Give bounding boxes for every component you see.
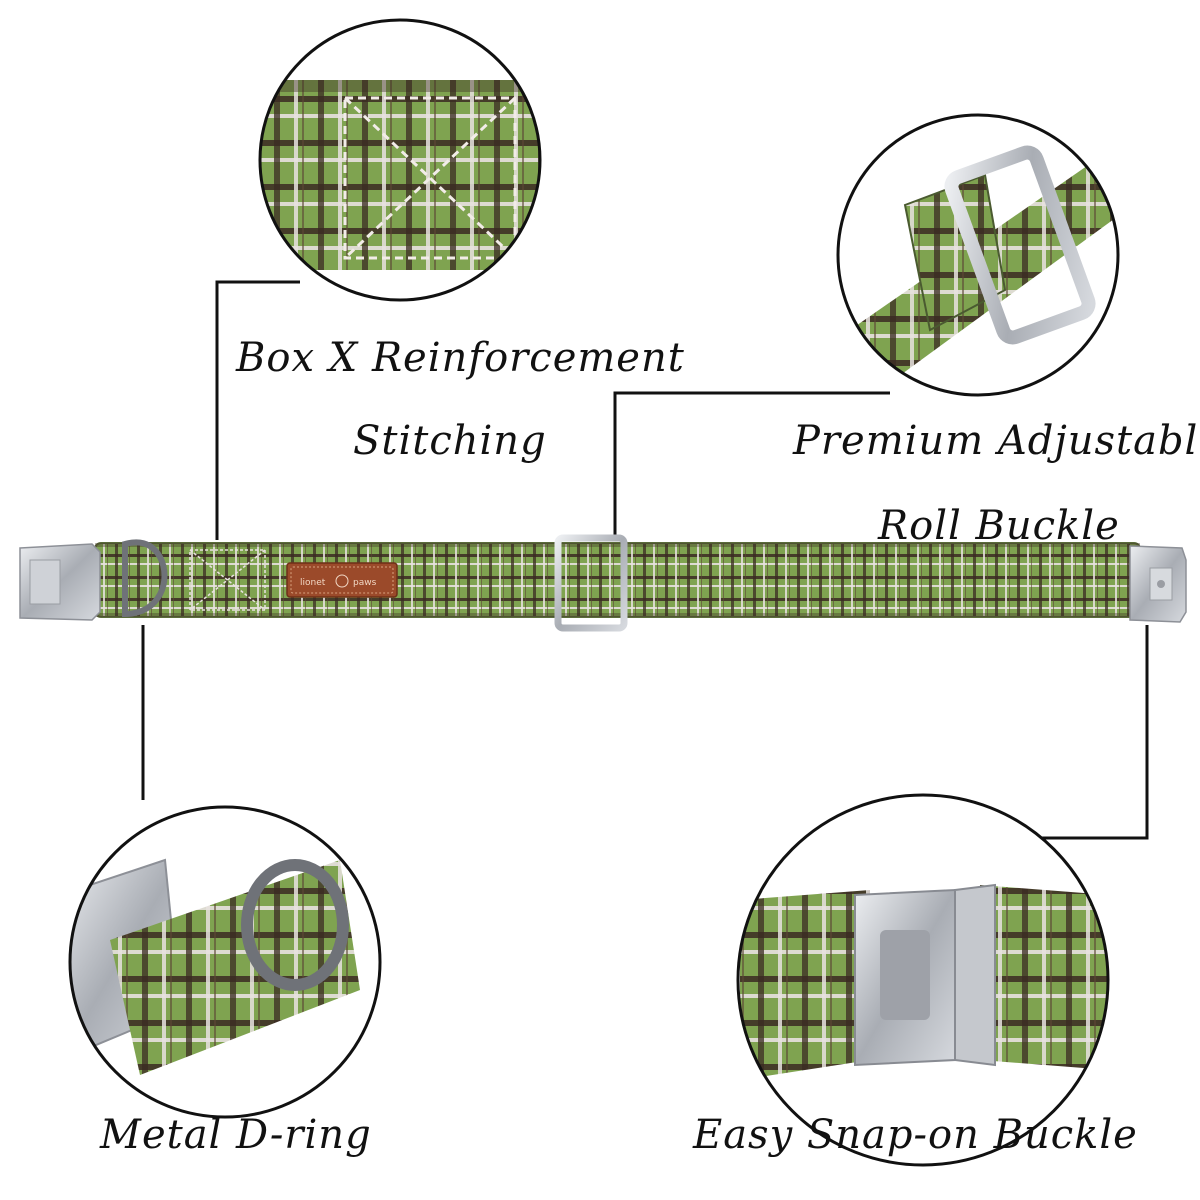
label-snap-buckle: Easy Snap-on Buckle xyxy=(693,1112,1138,1158)
callout-line-snap-buckle xyxy=(1020,625,1149,840)
collar-strap xyxy=(94,542,1141,618)
snap-buckle-left xyxy=(19,543,101,621)
callout-line-roll-buckle xyxy=(613,391,890,540)
roll-buckle-slider xyxy=(554,534,628,632)
label-box-x-line2: Stitching xyxy=(353,418,547,464)
tag-logo-icon xyxy=(335,574,349,588)
callout-line-box-x xyxy=(215,280,300,540)
collar-strap-edge-top xyxy=(95,543,1140,547)
label-d-ring: Metal D-ring xyxy=(100,1112,372,1158)
collar-strap-edge-bottom xyxy=(95,613,1140,617)
tag-text-left: lionet xyxy=(300,578,326,588)
detail-circle-d-ring xyxy=(68,805,382,1119)
label-roll-buckle-line1: Premium Adjustable xyxy=(793,418,1200,464)
label-box-x-line1: Box X Reinforcement xyxy=(236,335,685,381)
detail-circle-snap-buckle xyxy=(736,793,1110,1167)
detail-circle-roll-buckle xyxy=(836,113,1120,397)
box-x-stitch xyxy=(189,549,266,611)
leather-tag xyxy=(286,562,398,598)
d-ring xyxy=(122,539,168,618)
tag-text-right: paws xyxy=(353,578,377,588)
snap-buckle-right xyxy=(1129,545,1187,623)
collar: lionet paws xyxy=(19,534,1187,632)
detail-circle-box-x xyxy=(258,18,542,302)
callout-lines xyxy=(141,280,1149,840)
label-roll-buckle-line2: Roll Buckle xyxy=(878,503,1120,549)
